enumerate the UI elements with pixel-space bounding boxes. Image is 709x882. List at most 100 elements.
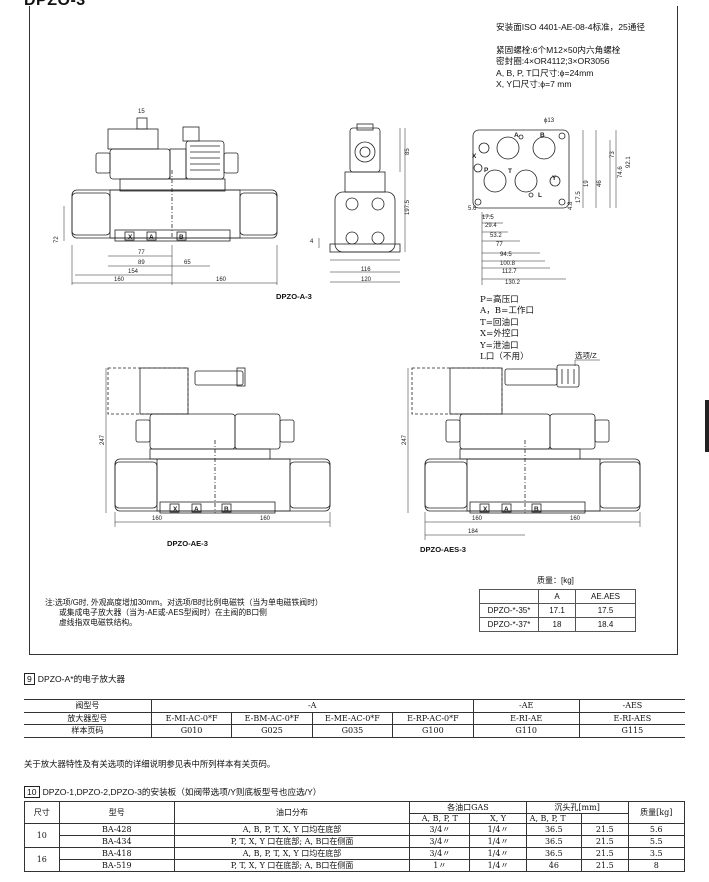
note-line: 或集成电子放大器（当为-AE或-AES型阀时）在主阀的B口侧 (59, 608, 267, 618)
section-title: DPZO-A*的电子放大器 (37, 674, 126, 684)
dim-label: 5.6 (468, 206, 477, 212)
legend-item: L口（不用） (480, 352, 529, 363)
diagram-label: DPZO-A-3 (276, 292, 312, 301)
port-letter: B (534, 506, 539, 513)
port-letter: X (128, 234, 133, 241)
legend-item: T=回油口 (480, 317, 519, 328)
spec-ports-xy: X, Y口尺寸:ϕ=7 mm (496, 79, 572, 89)
dim-label: 15 (138, 109, 145, 115)
dpzo-a3-side-view (318, 123, 406, 283)
spec-mounting: 安装面ISO 4401-AE-08-4标准，25通径 (496, 22, 646, 32)
table-row: 10 BA-428 A, B, P, T, X, Y 口均在底部 3/4〃 1/… (24, 823, 686, 848)
port-letter: T (508, 168, 512, 175)
dim-label: 65 (184, 260, 191, 266)
dim-label: 112.7 (502, 269, 517, 275)
dim-label: 85 (405, 148, 411, 155)
dim-label: 17.5 (576, 191, 582, 203)
amplifier-table: 阀型号 -A -AE -AES 放大器型号 E-MI-AC-0*F E-BM-A… (24, 699, 685, 738)
port-letter: B (179, 234, 184, 241)
port-letter: A (504, 506, 509, 513)
table-row: A AE.AES (479, 589, 636, 604)
dim-label: 160 (114, 277, 125, 283)
port-letter: X (483, 506, 488, 513)
legend-item: X=外控口 (480, 329, 520, 340)
dim-label: 92.1 (626, 156, 632, 168)
diagram-label: DPZO-AE-3 (167, 539, 208, 548)
dim-label: 29.4 (485, 223, 497, 229)
mass-table: A AE.AES DPZO-*-35* 17.1 17.5 DPZO-*-37*… (479, 589, 636, 632)
section10-heading: 10 DPZO-1,DPZO-2,DPZO-3的安装板（如阀带选项/Y则底板型号… (24, 786, 321, 798)
diagram-label: DPZO-AES-3 (420, 545, 466, 554)
port-letter: A (149, 234, 154, 241)
note-line: 注:选项/G时, 外观高度增加30mm。对选项/B时比例电磁铁（当为单电磁铁阀时… (45, 598, 323, 607)
port-letter: B (540, 132, 545, 139)
port-letter: X (472, 153, 477, 160)
note: 注:选项/G时, 外观高度增加30mm。对选项/B时比例电磁铁（当为单电磁铁阀时… (45, 598, 465, 629)
dim-label: 100.8 (500, 261, 516, 267)
dim-label: 53.2 (490, 233, 502, 239)
legend-item: A，B=工作口 (480, 306, 535, 317)
dim-label: 73 (610, 151, 616, 158)
dim-label: 160 (570, 516, 581, 522)
dim-label: 19 (584, 180, 590, 187)
legend-item: Y=泄油口 (480, 340, 519, 351)
dim-label: 4 (310, 239, 314, 245)
dim-label: 46 (597, 180, 603, 187)
option-z-label: 选项/Z (575, 350, 597, 360)
spec-ports-abpt: A, B, P, T口尺寸:ϕ=24mm (496, 67, 594, 78)
port-letter: A (514, 132, 519, 139)
section-number: 10 (24, 786, 40, 798)
dim-label: 160 (216, 277, 227, 283)
table-row: BA-519 P, T, X, Y 口在底部; A, B口在侧面 1〃 1/4〃… (25, 859, 686, 872)
mass-label: 质量：[kg] (537, 576, 574, 585)
mounting-specs: 安装面ISO 4401-AE-08-4标准，25通径 紧固螺栓:6个M12×50… (496, 22, 645, 91)
dim-label: 77 (496, 242, 503, 248)
dim-label: 17.5 (482, 215, 494, 221)
section9-heading: 9 DPZO-A*的电子放大器 (24, 673, 125, 685)
dim-label: ϕ13 (544, 118, 555, 124)
table-row: 16 BA-418 A, B, P, T, X, Y 口均在底部 3/4〃 1/… (24, 847, 686, 872)
dim-label: 184 (468, 529, 479, 535)
dim-label: 197.5 (405, 199, 411, 215)
drawing-frame (29, 6, 678, 655)
page-edge-tab (705, 400, 709, 452)
section-number: 9 (24, 673, 35, 685)
port-letter: B (224, 506, 229, 513)
port-legend: P=高压口 A，B=工作口 T=回油口 X=外控口 Y=泄油口 L口（不用） (480, 295, 534, 363)
dim-label: 160 (260, 516, 271, 522)
table-row: 尺寸 型号 油口分布 各油口GAS 沉头孔[mm] 质量[kg] (24, 801, 686, 824)
dim-label: 247 (402, 434, 408, 445)
port-letter: Y (552, 175, 557, 182)
dim-label: 74.6 (618, 166, 624, 178)
dim-label: 72 (54, 236, 60, 243)
dim-label: 160 (152, 516, 163, 522)
table-row: DPZO-*-35* 17.1 17.5 (479, 603, 636, 618)
mounting-surface-drawing (472, 129, 617, 285)
table-row: 样本页码 G010 G025 G035 G100 G110 G115 (24, 724, 685, 738)
amplifier-paragraph: 关于放大器特性及有关选项的详细说明参见表中所列样本有关页码。 (24, 759, 276, 769)
table-row: BA-434 P, T, X, Y 口在底部; A, B口在侧面 3/4〃 1/… (25, 835, 686, 848)
table-row: 放大器型号 E-MI-AC-0*F E-BM-AC-0*F E-ME-AC-0*… (24, 711, 685, 725)
dim-label: 160 (472, 516, 483, 522)
legend-item: P=高压口 (480, 295, 519, 305)
section-title: DPZO-1,DPZO-2,DPZO-3的安装板（如阀带选项/Y则底板型号也应选… (42, 787, 322, 797)
dim-label: 154 (128, 269, 139, 275)
port-letter: L (538, 192, 542, 199)
dpzo-ae3-view (105, 367, 331, 527)
table-row: DPZO-*-37* 18 18.4 (479, 617, 636, 632)
spec-bolts: 紧固螺栓:6个M12×50内六角螺栓 (496, 44, 621, 55)
port-letter: X (173, 506, 178, 513)
dim-label: 94.5 (500, 252, 512, 258)
port-letter: P (484, 167, 489, 174)
dim-label: 116 (361, 267, 371, 273)
subplate-table: 尺寸 型号 油口分布 各油口GAS 沉头孔[mm] 质量[kg] A, B, P… (24, 801, 686, 872)
port-letter: A (194, 506, 199, 513)
dim-label: 89 (138, 260, 145, 266)
dim-label: 130.2 (505, 280, 521, 286)
page-title: DPZO-3 (24, 0, 86, 9)
dpzo-a3-front-view (71, 117, 278, 285)
dim-label: 4.8 (568, 201, 574, 210)
dim-label: 77 (138, 250, 145, 256)
dim-label: 120 (361, 277, 372, 283)
dpzo-aes3-view (407, 359, 641, 540)
